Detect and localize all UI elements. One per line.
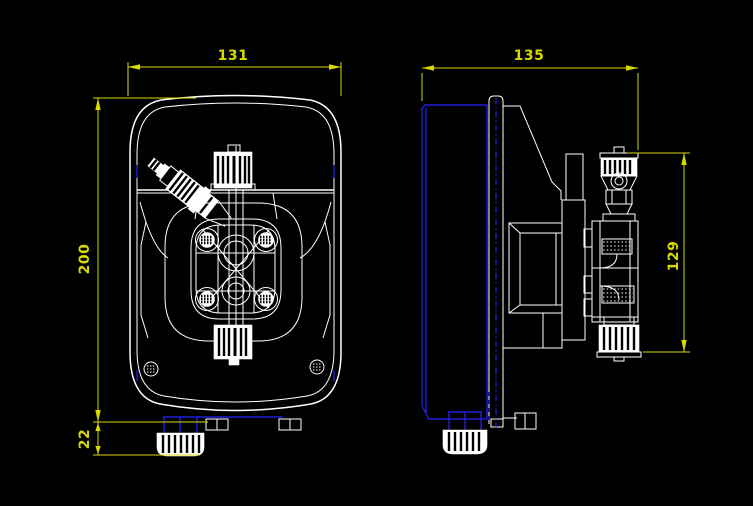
bottom-valve-fitting (596, 324, 642, 362)
dimension-label: 129 (666, 241, 682, 272)
dimension-front-width: 131 (127, 48, 342, 96)
pump-head (164, 190, 303, 342)
bolt (254, 287, 278, 311)
bolt (195, 287, 219, 311)
suction-connector (213, 324, 253, 366)
side-head-assembly (583, 146, 642, 362)
dimension-front-height: 200 (77, 97, 208, 423)
bolt (195, 228, 219, 252)
top-valve-fitting (599, 146, 639, 222)
dimension-head-height: 129 (627, 152, 690, 353)
dimension-label: 135 (514, 48, 545, 64)
discharge-connector (210, 144, 256, 191)
injection-valve-fitting (147, 157, 232, 227)
mounting-tabs (205, 418, 302, 431)
front-view (129, 94, 342, 457)
front-cover-panel (421, 104, 488, 420)
bolt (254, 228, 278, 252)
dimension-label: 22 (77, 429, 93, 449)
control-strip (488, 95, 504, 428)
mounting-screws (143, 359, 325, 377)
dimension-foot-height: 22 (77, 422, 200, 456)
dimension-side-depth: 135 (421, 48, 639, 150)
head-block (583, 220, 639, 326)
side-foot-valve-cap (442, 411, 488, 455)
head-bolts (195, 228, 278, 311)
side-view (421, 95, 642, 455)
dimension-label: 131 (218, 48, 249, 64)
dimension-label: 200 (77, 244, 93, 275)
side-body-profile (502, 105, 586, 430)
foot-valve-cap (156, 416, 283, 457)
